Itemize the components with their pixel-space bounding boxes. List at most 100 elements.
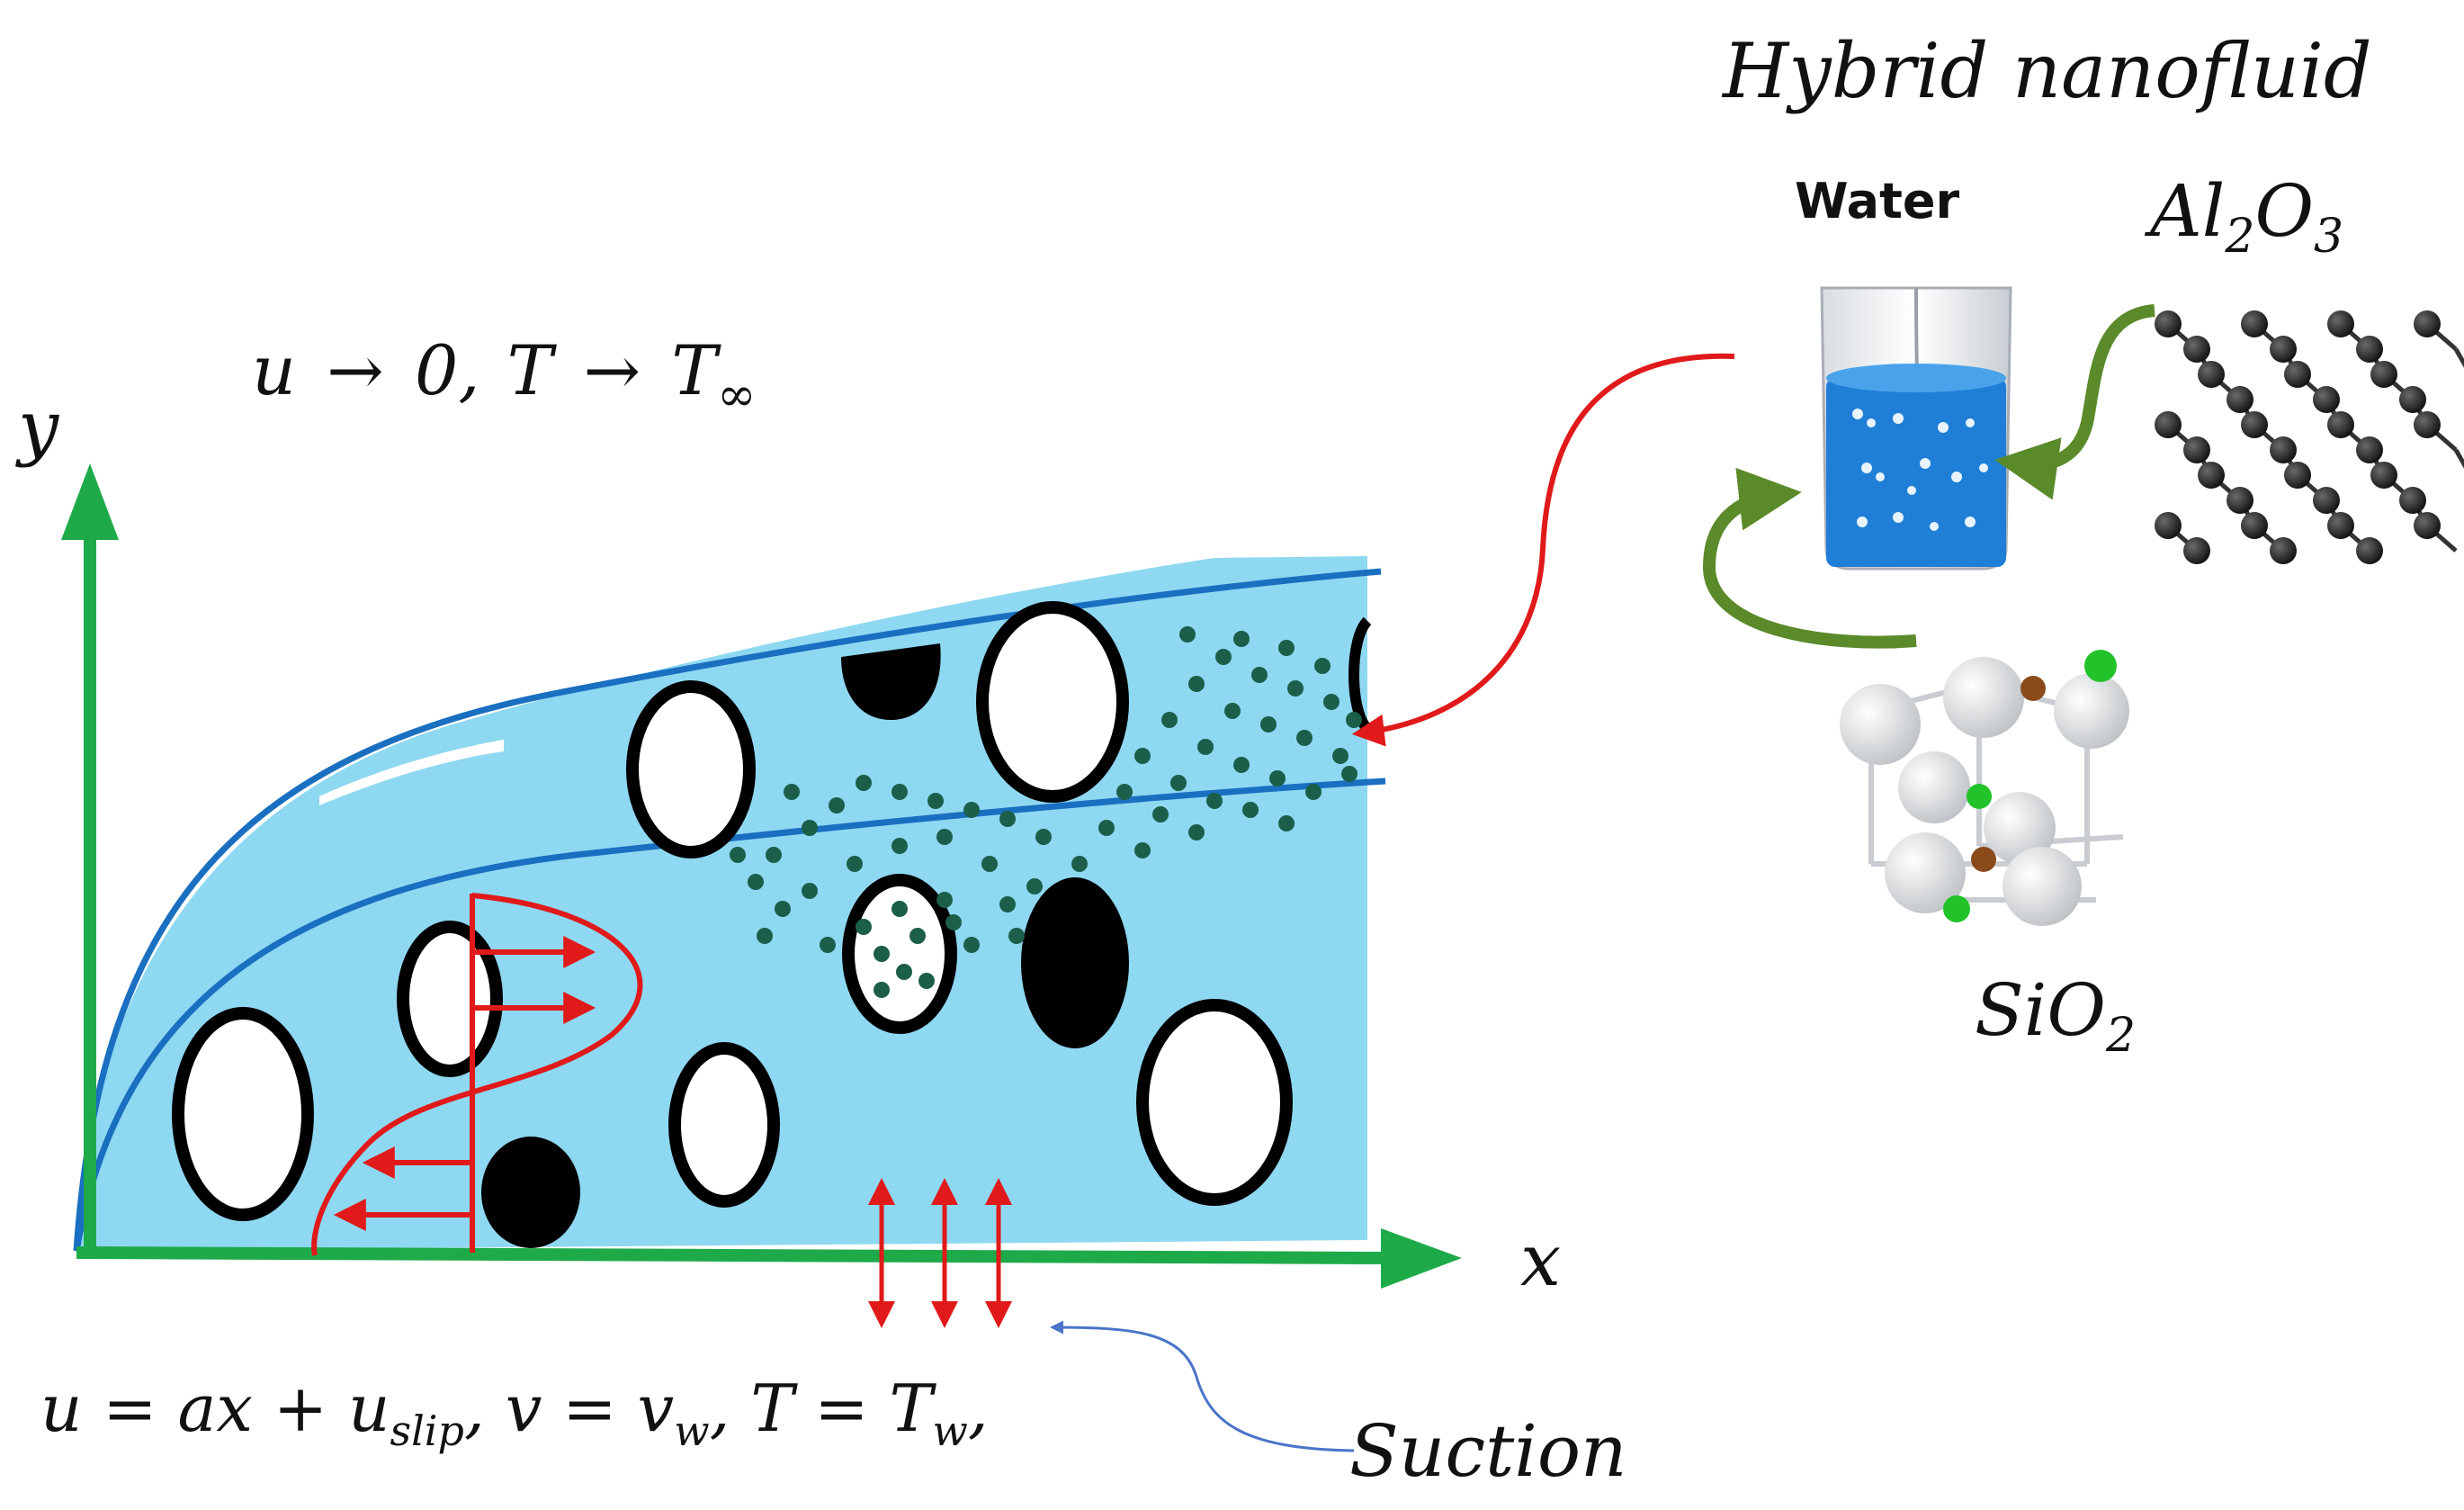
pore-solid: [841, 643, 941, 720]
sio2-arrow: [1702, 467, 1917, 649]
nanoparticle: [963, 937, 980, 953]
nanoparticle: [1278, 640, 1295, 656]
nanoparticle: [927, 793, 944, 809]
nanoparticle: [784, 784, 800, 800]
x-axis-line: [76, 1246, 1386, 1264]
nanoparticle: [1170, 775, 1187, 791]
nanoparticle: [892, 784, 908, 800]
nanoparticle: [1332, 748, 1348, 764]
nanoparticle: [1197, 739, 1214, 755]
al2o3-label: Al2O3: [2144, 169, 2343, 264]
nanoparticle: [1134, 842, 1151, 858]
nanoparticle: [892, 901, 908, 917]
nanoparticle: [820, 937, 836, 953]
lattice-atom: [2241, 512, 2268, 539]
nanoparticle: [1341, 766, 1357, 782]
pore-open: [626, 680, 756, 858]
lattice-atom: [2327, 310, 2354, 337]
nanoparticle: [1071, 856, 1088, 872]
nanoparticle: [1323, 694, 1340, 710]
al2o3-arrow: [1994, 304, 2155, 500]
nanoparticle: [1179, 626, 1196, 643]
x-axis-arrowhead: [1381, 1228, 1462, 1289]
lattice-atom: [2270, 537, 2297, 564]
nanoparticle: [748, 874, 764, 890]
nanoparticle: [1269, 770, 1286, 786]
nanoparticle: [766, 847, 782, 863]
pore-open: [397, 921, 503, 1077]
nanoparticle: [999, 811, 1016, 827]
nanoparticle: [896, 964, 912, 980]
nanoparticle: [1224, 703, 1241, 719]
nanoparticle: [1188, 676, 1205, 692]
nanoparticle-cluster: [730, 626, 1362, 998]
lattice-atom: [2183, 436, 2210, 463]
nanoparticle: [1233, 757, 1250, 773]
lattice-atom: [2414, 411, 2441, 438]
lattice-atom: [2414, 310, 2441, 337]
nanoparticle: [802, 820, 818, 836]
nanoparticle: [757, 928, 773, 944]
nanoparticle: [1314, 658, 1331, 674]
suction-label: Suction: [1349, 1409, 1627, 1493]
lattice-atom: [2356, 436, 2383, 463]
lattice-atom: [2270, 336, 2297, 363]
lattice-atom: [2155, 411, 2182, 438]
nanoparticle: [1296, 730, 1313, 746]
nanoparticle: [856, 775, 872, 791]
nanoparticle: [856, 919, 872, 935]
lattice-atom: [2327, 411, 2354, 438]
nanoparticle: [829, 797, 845, 813]
pore-solid: [481, 1137, 580, 1248]
lattice-atom: [2198, 462, 2225, 489]
nanoparticle: [918, 973, 935, 989]
lattice-atom: [2284, 361, 2311, 388]
fluid-top-edge: [319, 740, 504, 805]
nanoparticle: [874, 946, 890, 962]
nanoparticle: [945, 914, 962, 930]
nanoparticle: [1035, 829, 1052, 845]
lattice-atom: [2370, 462, 2397, 489]
nanoparticle: [999, 896, 1016, 912]
nanoparticle: [1134, 748, 1151, 764]
lattice-atom: [2155, 310, 2182, 337]
pore-open: [172, 1007, 314, 1221]
lattice-atom: [2414, 512, 2441, 539]
lattice-atom: [2270, 436, 2297, 463]
lattice-icon: [2155, 310, 2464, 564]
lattice-atom: [2327, 512, 2354, 539]
lattice-atom: [2356, 336, 2383, 363]
nanoparticle: [847, 856, 863, 872]
pore-solid: [1021, 877, 1129, 1048]
lattice-atom: [2356, 537, 2383, 564]
nanoparticle: [1346, 712, 1362, 728]
nanoparticle: [1260, 716, 1277, 733]
nanoparticle: [1098, 820, 1115, 836]
lattice-atom: [2370, 361, 2397, 388]
lattice-atom: [2183, 336, 2210, 363]
x-axis-label: x: [1520, 1218, 1561, 1302]
pore-open: [668, 1042, 780, 1208]
lattice-atom: [2313, 386, 2340, 413]
nanoparticle: [1305, 784, 1322, 800]
lattice-atom: [2227, 487, 2253, 514]
outer-boundary-curve: [73, 568, 1382, 1252]
lattice-atom: [2284, 462, 2311, 489]
inner-boundary-curve: [73, 777, 1386, 1252]
connector-arrow: [1351, 353, 1735, 747]
y-axis-label: y: [15, 385, 60, 469]
title-hybrid-nanofluid: Hybrid nanofluid: [1721, 27, 2372, 115]
lattice-bond: [2453, 347, 2464, 368]
nanoparticle: [936, 892, 953, 908]
water-label: Water: [1795, 173, 1960, 229]
nanoparticle: [981, 856, 998, 872]
beaker-icon: [1820, 286, 2012, 571]
axes: y x: [15, 385, 1561, 1302]
profile-curve: [311, 893, 643, 1256]
nanoparticle: [1116, 784, 1133, 800]
lattice-atom: [2399, 487, 2426, 514]
nanoparticle: [936, 829, 953, 845]
lattice-atom: [2155, 512, 2182, 539]
lattice-atom: [2313, 487, 2340, 514]
